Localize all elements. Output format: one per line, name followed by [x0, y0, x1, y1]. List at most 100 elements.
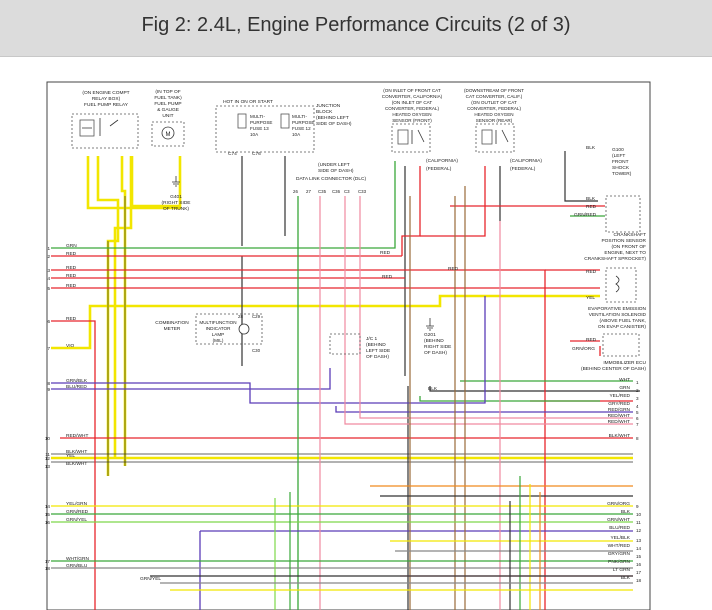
left-row-label: BLK/WHT — [66, 461, 87, 467]
mil-lamp-icon — [238, 323, 250, 335]
jc1-label-0: J/C 1 — [366, 336, 378, 342]
junction-block-label-1: BLOCK — [316, 109, 333, 115]
ckp-label-3: ENGINE, NEXT TO — [604, 250, 646, 256]
dlc-label-2: DATA LINK CONNECTOR (DLC) — [296, 176, 366, 182]
g201-blk: BLK — [428, 386, 438, 392]
right-row-number: 16 — [636, 562, 642, 567]
wire-violet — [51, 296, 633, 610]
g201-ground: G201 (BEHIND RIGHT SIDE OF DASH) BLK — [424, 318, 451, 392]
g401-label-0: G401 — [170, 194, 182, 200]
g201-label-2: RIGHT SIDE — [424, 344, 451, 350]
left-row-number: 16 — [45, 520, 51, 525]
right-row-label: BLK — [621, 509, 631, 515]
left-row-label: BLK/WHT — [66, 449, 87, 455]
left-row-label: GRN/RED — [66, 509, 89, 515]
right-row-number: 5 — [636, 410, 639, 415]
left-row-number: 4 — [47, 276, 50, 281]
left-row-number: 5 — [47, 286, 50, 291]
left-row-label: WHT/GRN — [66, 556, 89, 562]
left-row-number: 1 — [47, 246, 50, 251]
right-row-number: 4 — [636, 404, 639, 409]
right-row-number: 2 — [636, 388, 639, 393]
fuse12-label-2: FUSE 12 — [292, 126, 311, 131]
left-row-label: RED — [66, 273, 77, 279]
right-row-number: 14 — [636, 546, 642, 551]
pin-c76: C76 — [252, 151, 261, 157]
ckp-red: RED — [586, 204, 597, 210]
rear-o2-label-0: (DOWNSTREAM OF FRONT — [464, 88, 524, 93]
fuel-pump-unit-label-3: & GAUGE — [157, 107, 179, 113]
fuel-pump-unit-label-0: (IN TOP OF — [155, 89, 180, 95]
rear-o2-label-2: (ON OUTLET OF CAT — [471, 100, 517, 105]
wire-brown — [409, 186, 466, 610]
right-row-label: LT GRN — [613, 567, 631, 573]
mil-label-3: (MIL) — [213, 338, 224, 343]
front-o2-label-5: SENSOR (FRONT) — [392, 118, 432, 123]
jc1-label-3: OF DASH) — [366, 354, 389, 360]
left-row-number: 10 — [45, 436, 51, 441]
pin-c74: C74 — [228, 151, 237, 157]
rear-o2-label-4: HEATED OXYGEN — [474, 112, 513, 117]
ckp-label-4: CRANKSHAFT SPROCKET) — [584, 256, 646, 262]
left-row-number: 3 — [47, 268, 50, 273]
g100-label-0: G100 — [612, 147, 624, 153]
wire-fuse-black — [241, 151, 640, 610]
right-row-number: 8 — [636, 436, 639, 441]
fuel-pump-relay-label-0: (ON ENGINE COMPT — [82, 90, 129, 96]
right-row-label: GRN/WHT — [607, 517, 630, 523]
components: (ON ENGINE COMPT RELAY BOX) FUEL PUMP RE… — [71, 88, 647, 582]
left-row-label: VIO — [66, 343, 75, 349]
dlc-pin-5: C33 — [358, 189, 367, 194]
left-row-label: YEL/GRN — [66, 501, 88, 507]
left-row-label: GRN — [66, 243, 77, 249]
mil-label-0: MULTIFUNCTION — [199, 320, 236, 325]
combination-meter-label-1: METER — [164, 326, 181, 332]
evap-label-2: (ABOVE FUEL TANK, — [599, 318, 646, 324]
left-row-label: RED — [66, 251, 77, 257]
left-row-number: 9 — [47, 387, 50, 392]
junction-block-label-0: JUNCTION — [316, 103, 341, 109]
g100-blk: BLK — [586, 145, 596, 151]
g401-ground: G401 (RIGHT SIDE OF TRUNK) — [162, 176, 191, 212]
jc1-junction: J/C 1 (BEHIND LEFT SIDE OF DASH) — [329, 333, 390, 360]
front-o2-sensor: (ON INLET OF FRONT CAT CONVERTER, CALIFO… — [382, 88, 459, 172]
jc1-label-2: LEFT SIDE — [366, 348, 390, 354]
g201-label-3: OF DASH) — [424, 350, 447, 356]
evap-label-1: VENTILATION SOLENOID — [589, 312, 647, 318]
dlc-pin-0: 26 — [293, 189, 298, 194]
right-row-label: WHT/RED — [608, 543, 631, 549]
left-row-label: BLU/RED — [66, 384, 87, 390]
left-row-label: YEL — [66, 453, 75, 459]
junction-block-fuses: HOT IN ON OR START MULTI- PURPOSE FUSE 1… — [215, 99, 352, 157]
right-row-label: BLK/WHT — [609, 433, 630, 439]
left-row-number: 8 — [47, 381, 50, 386]
g401-label-1: (RIGHT SIDE — [162, 200, 191, 206]
left-row-number: 15 — [45, 512, 51, 517]
fuse12-label-3: 10A — [292, 132, 301, 137]
right-row-label: BLK — [621, 575, 631, 581]
left-row-number: 13 — [45, 464, 51, 469]
fuse12-label-1: PURPOSE — [292, 120, 314, 125]
right-row-number: 13 — [636, 538, 642, 543]
crankshaft-position-sensor: CRANKSHAFT POSITION SENSOR (ON FRONT OF … — [574, 195, 647, 262]
wire-label-red-a: RED — [380, 250, 391, 256]
dlc-label-0: (UNDER LEFT — [318, 162, 350, 168]
fuel-pump-relay-label-1: RELAY BOX) — [92, 96, 121, 102]
dlc-pin-4: C3 — [344, 189, 350, 194]
fuse13-label-2: FUSE 13 — [250, 126, 269, 131]
fuel-pump-unit-label-1: FUEL TANK) — [154, 95, 182, 101]
ckp-label-0: CRANKSHAFT — [613, 232, 646, 238]
meter-pin-0: 28 — [238, 314, 243, 319]
wire-fuel-pump-yellow — [51, 156, 633, 476]
g201-label-0: G201 — [424, 332, 436, 338]
svg-text:M: M — [166, 132, 171, 138]
g100-ground: G100 (LEFT FRONT SHOCK TOWER) BLK — [586, 145, 632, 177]
right-row-number: 6 — [636, 416, 639, 421]
fuel-pump-relay-label-2: FUEL PUMP RELAY — [84, 102, 129, 108]
g100-label-2: FRONT — [612, 159, 629, 165]
right-row-label: RED/WHT — [608, 419, 630, 425]
right-row-number: 1 — [636, 380, 639, 385]
front-o2-label-4: HEATED OXYGEN — [392, 112, 431, 117]
left-row-label: RED/WHT — [66, 433, 88, 439]
